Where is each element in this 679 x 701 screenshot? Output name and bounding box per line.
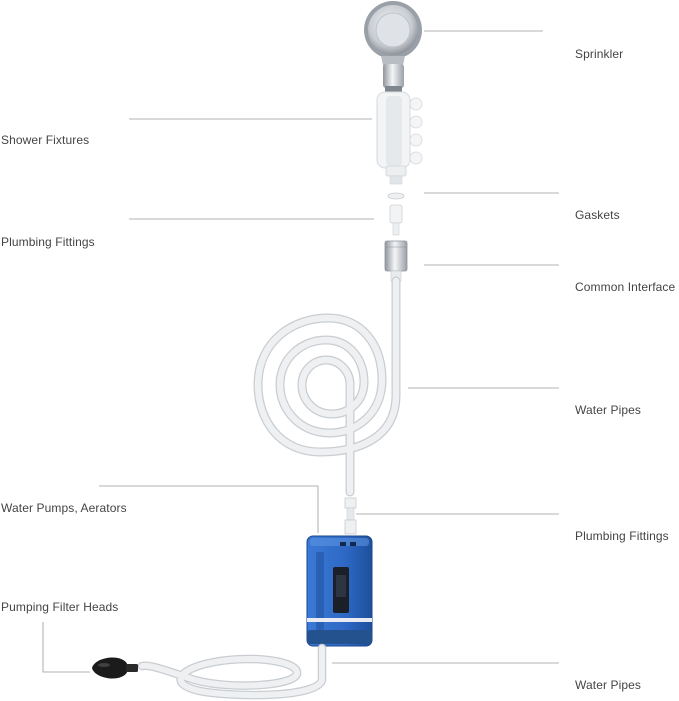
- label-water-pipes-upper: Water Pipes: [575, 403, 641, 417]
- water-pipe-lower: [142, 648, 322, 695]
- plumbing-fitting-lower: [345, 498, 356, 534]
- label-water-pumps-aerators: Water Pumps, Aerators: [1, 501, 127, 515]
- label-gaskets: Gaskets: [575, 208, 620, 222]
- label-plumbing-fittings-left: Plumbing Fittings: [1, 235, 95, 249]
- gasket-parts: [388, 193, 404, 235]
- pumping-filter-head: [92, 657, 138, 678]
- label-pumping-filter-heads: Pumping Filter Heads: [1, 600, 118, 614]
- label-common-interface: Common Interface: [575, 280, 675, 294]
- label-shower-fixtures: Shower Fixtures: [1, 133, 89, 147]
- water-pipe-coil-upper: [258, 281, 396, 492]
- label-sprinkler: Sprinkler: [575, 47, 623, 61]
- sprinkler-head: [364, 1, 422, 94]
- label-plumbing-fittings-right: Plumbing Fittings: [575, 529, 669, 543]
- water-pump: [307, 536, 372, 646]
- shower-fixture-handle: [377, 92, 422, 184]
- label-water-pipes-lower: Water Pipes: [575, 678, 641, 692]
- leader-line-pumping-filter: [43, 622, 90, 672]
- common-interface-nut: [385, 241, 407, 281]
- leader-line-water-pumps: [99, 486, 318, 533]
